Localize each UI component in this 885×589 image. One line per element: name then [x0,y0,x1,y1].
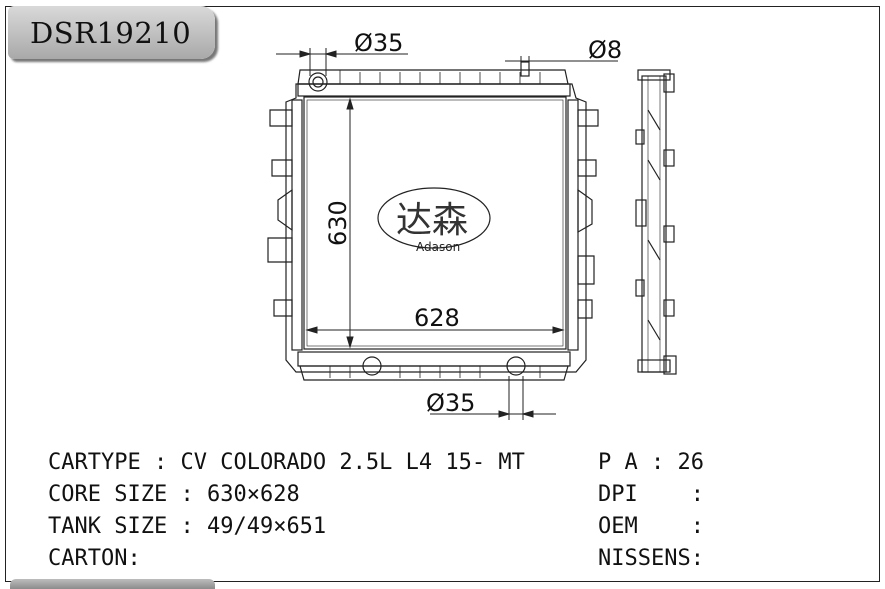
outlet-diameter-label: Ø35 [426,389,475,417]
dpi-row: DPI : [598,482,704,507]
carton-label: CARTON: [48,546,141,571]
bottom-tab-decoration [10,579,215,589]
adason-logo: 达森 Adason [377,187,491,254]
oem-label: OEM [598,514,638,539]
top-tank [297,83,571,97]
tank-size-row: TANK SIZE : 49/49×651 [48,514,327,539]
nissens-label: NISSENS: [598,546,704,571]
cartype-value: CV COLORADO 2.5L L4 15- MT [180,450,525,475]
core-height-label: 630 [324,200,352,246]
cartype-label: CARTYPE [48,450,141,475]
logo-brand-text: Adason [416,240,460,254]
oem-row: OEM : [598,514,704,539]
tank-size-label: TANK SIZE [48,514,168,539]
logo-chinese-text: 达森 [396,200,468,241]
radiator-side-view [635,69,677,375]
pa-label: P A [598,450,638,475]
drain-diameter-label: Ø8 [588,36,622,64]
drain-fitting [520,61,530,77]
outlet-pipe [506,356,526,376]
radiator-core [303,96,567,350]
core-size-row: CORE SIZE : 630×628 [48,482,300,507]
core-size-value: 630×628 [206,482,300,507]
document-frame [5,6,880,582]
radiator-outer-outline [285,83,587,373]
core-size-label: CORE SIZE [48,482,168,507]
model-code-tab: DSR19210 [8,6,215,59]
inlet-pipe [308,72,328,92]
bottom-tank [297,351,571,367]
model-code: DSR19210 [30,15,192,50]
nissens-row: NISSENS: [598,548,704,570]
cartype-row: CARTYPE : CV COLORADO 2.5L L4 15- MT [48,450,525,475]
dpi-label: DPI [598,482,638,507]
carton-row: CARTON: [48,548,141,570]
tank-size-value: 49/49×651 [206,514,327,539]
inlet-diameter-label: Ø35 [354,29,403,57]
pa-value: 26 [677,450,705,475]
pa-row: P A : 26 [598,450,705,475]
core-width-label: 628 [414,304,460,332]
